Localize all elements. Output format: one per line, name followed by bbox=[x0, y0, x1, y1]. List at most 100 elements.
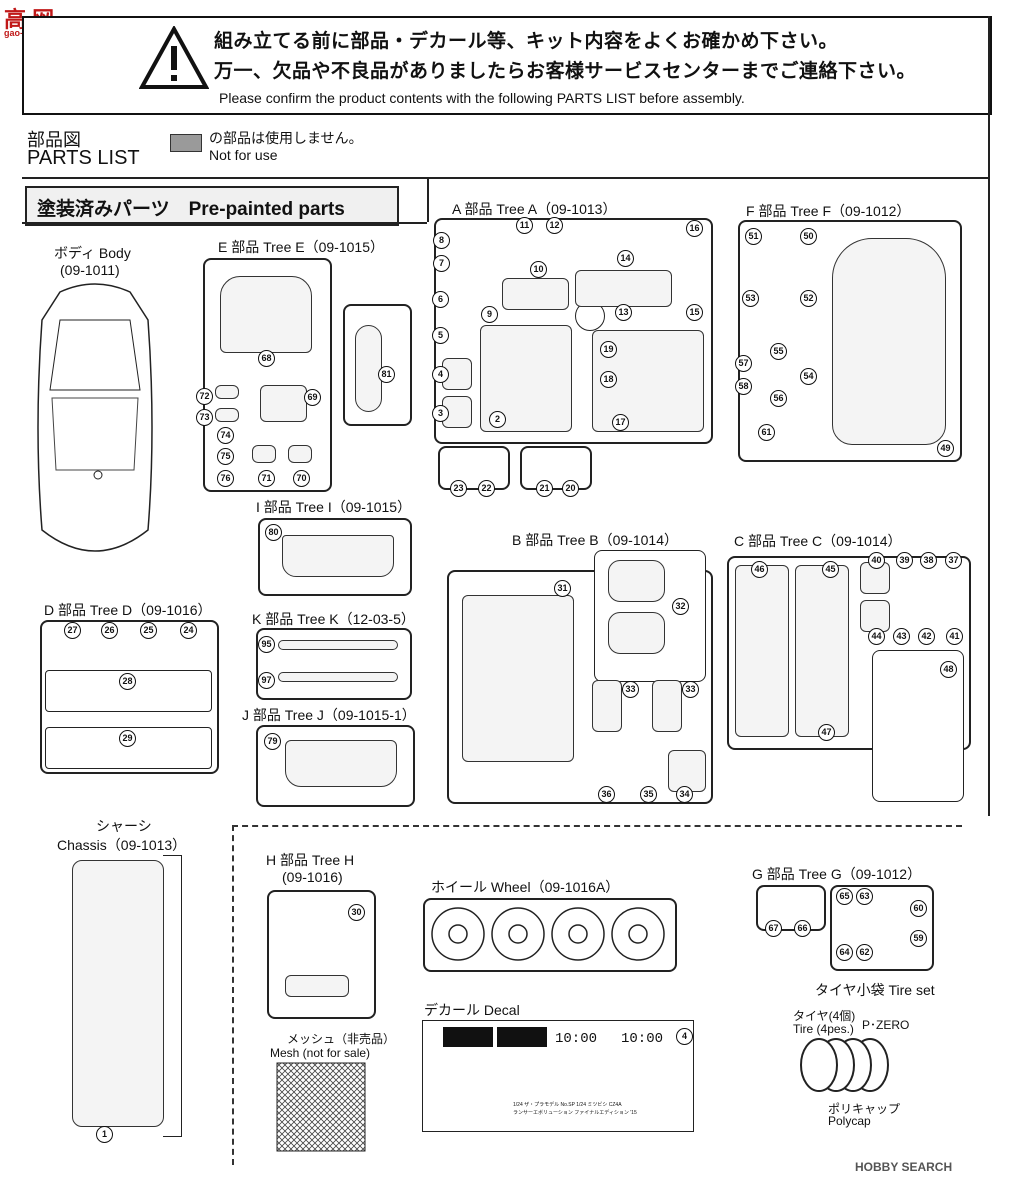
part-number: 56 bbox=[770, 390, 787, 407]
tree-k-label: K 部品 Tree K（12-03-5） bbox=[252, 611, 415, 627]
part-number: 25 bbox=[140, 622, 157, 639]
part-number: 26 bbox=[101, 622, 118, 639]
prepainted-label: 塗装済みパーツ Pre-painted parts bbox=[37, 199, 345, 220]
part-79-bumper bbox=[285, 740, 397, 787]
part-80-bumper bbox=[282, 535, 394, 577]
part-number: 52 bbox=[800, 290, 817, 307]
header-en-line: Please confirm the product contents with… bbox=[219, 90, 745, 106]
part-number: 60 bbox=[910, 900, 927, 917]
part-95-skirt bbox=[278, 640, 398, 650]
part-33-a bbox=[592, 680, 622, 732]
part-number: 39 bbox=[896, 552, 913, 569]
part-number: 6 bbox=[432, 291, 449, 308]
part-29-runner bbox=[45, 727, 212, 769]
part-number: 21 bbox=[536, 480, 553, 497]
not-used-swatch bbox=[170, 134, 202, 152]
part-number: 28 bbox=[119, 673, 136, 690]
part-45-door bbox=[795, 565, 849, 737]
tree-h-label: H 部品 Tree H bbox=[266, 852, 355, 868]
part-number: 5 bbox=[432, 327, 449, 344]
part-97-skirt bbox=[278, 672, 398, 682]
tree-h-code: (09-1016) bbox=[282, 869, 343, 885]
part-number: 57 bbox=[735, 355, 752, 372]
part-number: 59 bbox=[910, 930, 927, 947]
divider-prepainted bbox=[22, 222, 427, 224]
part-number: 65 bbox=[836, 888, 853, 905]
part-number: 54 bbox=[800, 368, 817, 385]
part-number: 22 bbox=[478, 480, 495, 497]
prepainted-banner: 塗装済みパーツ Pre-painted parts bbox=[25, 186, 399, 226]
parts-list-title-jp: 部品図 bbox=[27, 130, 81, 150]
divider-right bbox=[988, 16, 990, 816]
part-number: 30 bbox=[348, 904, 365, 921]
part-1-chassis bbox=[72, 860, 164, 1127]
mesh-label-jp: メッシュ（非売品） bbox=[287, 1032, 396, 1046]
part-number: 9 bbox=[481, 306, 498, 323]
part-49-glass bbox=[832, 238, 946, 445]
part-70 bbox=[288, 445, 312, 463]
body-label: ボディ Body bbox=[54, 245, 131, 261]
part-number: 47 bbox=[818, 724, 835, 741]
part-number: 36 bbox=[598, 786, 615, 803]
part-number: 3 bbox=[432, 405, 449, 422]
part-number: 40 bbox=[868, 552, 885, 569]
part-number: 43 bbox=[893, 628, 910, 645]
part-33-b bbox=[652, 680, 682, 732]
part-number: 61 bbox=[758, 424, 775, 441]
parts-list-title-en: PARTS LIST bbox=[27, 147, 140, 169]
part-number: 46 bbox=[751, 561, 768, 578]
part-hood bbox=[220, 276, 312, 353]
part-number: 17 bbox=[612, 414, 629, 431]
part-28-runner bbox=[45, 670, 212, 712]
part-number: 67 bbox=[765, 920, 782, 937]
part-number: 41 bbox=[946, 628, 963, 645]
part-number: 34 bbox=[676, 786, 693, 803]
part-number: 42 bbox=[918, 628, 935, 645]
part-81-wing bbox=[355, 325, 382, 412]
part-number: 1 bbox=[96, 1126, 113, 1143]
part-number: 2 bbox=[489, 411, 506, 428]
part-number: 10 bbox=[530, 261, 547, 278]
part-number: 69 bbox=[304, 389, 321, 406]
part-number: 64 bbox=[836, 944, 853, 961]
decal-evo-logo-2 bbox=[497, 1027, 547, 1047]
decal-fine-1: 1/24 ザ・プラモデル No.SP 1/24 ミツビシ CZ4A bbox=[513, 1102, 622, 1108]
dashed-divider-h bbox=[232, 825, 962, 827]
part-number: 37 bbox=[945, 552, 962, 569]
tree-d-label: D 部品 Tree D（09-1016） bbox=[44, 602, 212, 618]
mesh-sheet bbox=[276, 1062, 366, 1152]
chassis-runner bbox=[163, 855, 182, 1137]
decal-fine-2: ランサーエボリューション ファイナルエディション '15 bbox=[513, 1110, 637, 1116]
wheel-set bbox=[431, 907, 665, 961]
part-13 bbox=[575, 270, 672, 307]
part-31-interior bbox=[462, 595, 574, 762]
part-number: 35 bbox=[640, 786, 657, 803]
tree-f-label: F 部品 Tree F（09-1012） bbox=[746, 203, 911, 219]
hobby-search-logo: HOBBY SEARCH bbox=[855, 1160, 953, 1174]
part-46-door bbox=[735, 565, 789, 737]
part-number: 12 bbox=[546, 217, 563, 234]
polycap-label-en: Polycap bbox=[828, 1114, 871, 1128]
mesh-label-en: Mesh (not for sale) bbox=[270, 1046, 371, 1060]
part-number: 14 bbox=[617, 250, 634, 267]
body-code: (09-1011) bbox=[60, 262, 120, 278]
part-number: 50 bbox=[800, 228, 817, 245]
part-number: 62 bbox=[856, 944, 873, 961]
decal-label: デカール Decal bbox=[424, 1002, 520, 1018]
part-number: 49 bbox=[937, 440, 954, 457]
tire-label-jp: タイヤ(4個) bbox=[793, 1009, 856, 1023]
tire-set-label: タイヤ小袋 Tire set bbox=[815, 982, 935, 998]
part-69 bbox=[260, 385, 307, 422]
part-number: 45 bbox=[822, 561, 839, 578]
part-number: 19 bbox=[600, 341, 617, 358]
warning-icon bbox=[139, 26, 209, 89]
tire-label-en: Tire (4pes.) bbox=[793, 1022, 854, 1036]
divider-top bbox=[22, 177, 988, 179]
part-number: 8 bbox=[433, 232, 450, 249]
part-number: 73 bbox=[196, 409, 213, 426]
part-72 bbox=[215, 385, 239, 399]
part-number: 33 bbox=[682, 681, 699, 698]
part-73 bbox=[215, 408, 239, 422]
decal-plate-1: 10:00 bbox=[555, 1031, 598, 1047]
part-number: 55 bbox=[770, 343, 787, 360]
